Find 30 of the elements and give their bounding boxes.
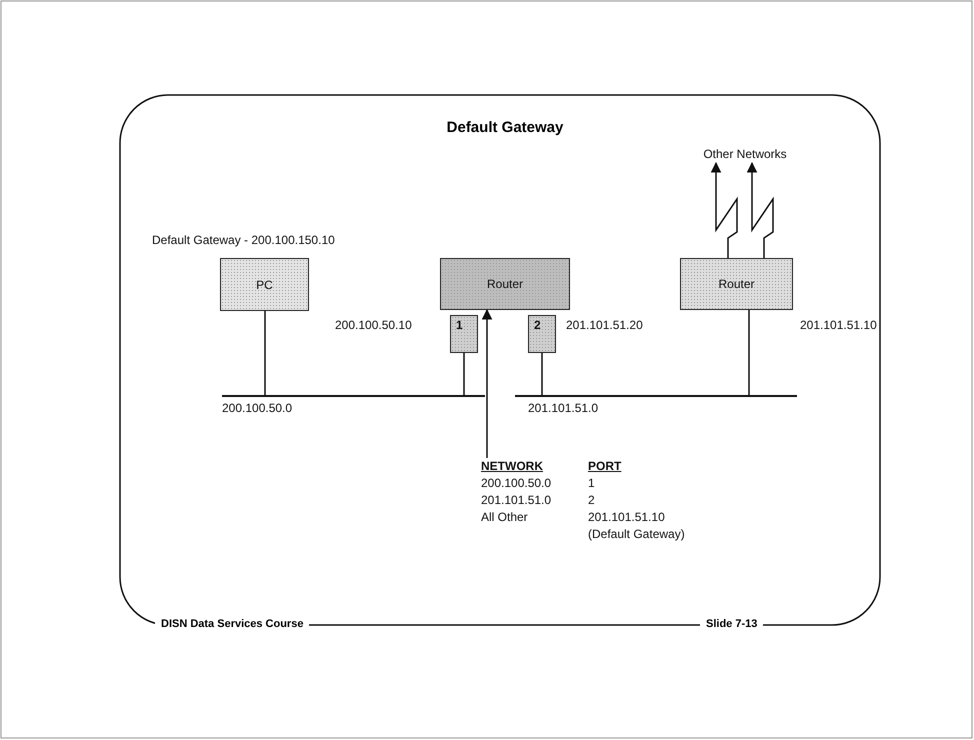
gateway-note: Default Gateway - 200.100.150.10 <box>152 233 335 247</box>
table-cell-text: 201.101.51.10 (Default Gateway) <box>588 509 686 543</box>
computer-box: PC <box>220 258 309 311</box>
slide-title: Default Gateway <box>446 119 564 136</box>
table-cell-text: 201.101.51.0 <box>481 492 552 509</box>
course-name: DISN Data Services Course <box>155 618 310 630</box>
router-box: Router <box>440 258 570 310</box>
network-label: Other Networks <box>690 145 800 163</box>
arrow <box>746 162 774 258</box>
ip-address: 201.101.51.10 <box>800 318 877 332</box>
connection-line <box>748 310 750 395</box>
table-cell-text: 2 <box>588 492 596 509</box>
port-box: 2 <box>528 315 556 353</box>
column-header: PORT <box>588 458 622 475</box>
connection-line <box>541 353 543 395</box>
column-header: NETWORK <box>481 458 544 475</box>
connection-line <box>264 311 266 395</box>
table-cell-text: All Other <box>481 509 529 526</box>
port-box: 1 <box>450 315 478 353</box>
table-cell-text: 200.100.50.0 <box>481 475 552 492</box>
table-cell-text: 1 <box>588 475 596 492</box>
network-address: 201.101.51.0 <box>528 401 598 415</box>
arrow <box>482 308 492 458</box>
ip-address: 200.100.50.10 <box>335 318 412 332</box>
ip-address: 201.101.51.20 <box>566 318 643 332</box>
slide-number: Slide 7-13 <box>700 618 764 630</box>
router-box: Router <box>680 258 793 310</box>
network-address: 200.100.50.0 <box>222 401 292 415</box>
arrow <box>710 162 738 258</box>
connection-line <box>463 353 465 395</box>
